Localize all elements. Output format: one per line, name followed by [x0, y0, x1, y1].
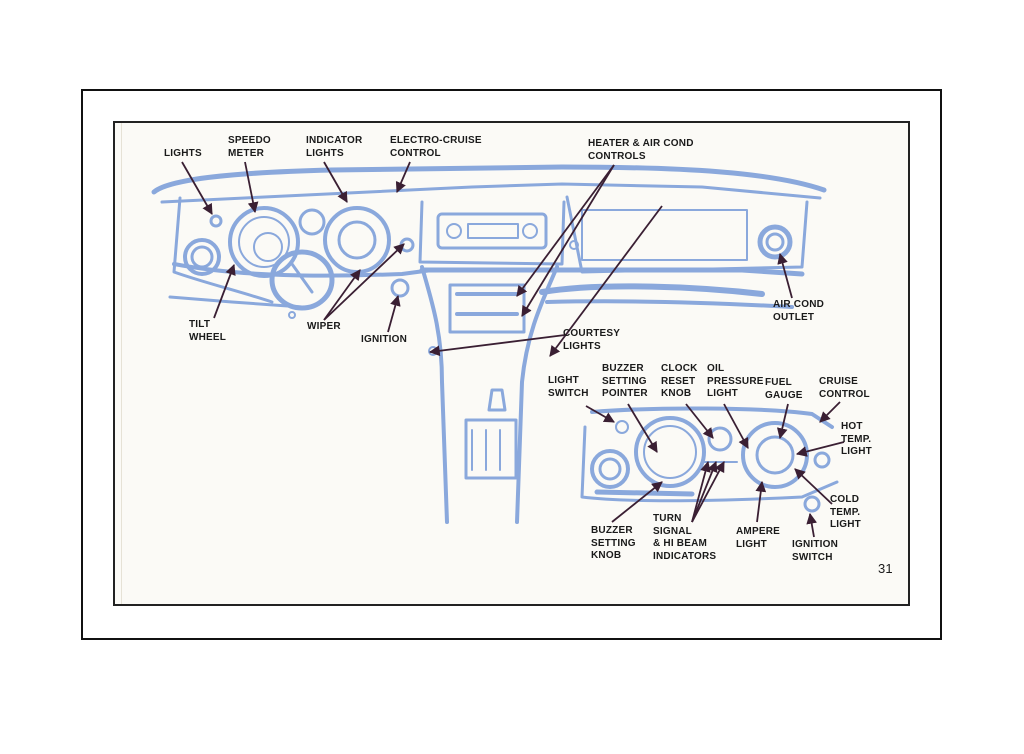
label-electro-cruise: ELECTRO-CRUISE CONTROL: [390, 135, 482, 159]
manual-page: LIGHTS SPEEDO METER INDICATOR LIGHTS ELE…: [113, 121, 910, 606]
label-ampere-light: AMPERE LIGHT: [736, 526, 780, 550]
dashboard-diagram: [151, 161, 845, 538]
label-cruise-control: CRUISE CONTROL: [819, 376, 870, 400]
label-tilt-wheel: TILT WHEEL: [189, 319, 227, 343]
label-buzzer-pointer: BUZZER SETTING POINTER: [602, 363, 648, 399]
label-turn-signal: TURN SIGNAL & HI BEAM INDICATORS: [653, 513, 717, 562]
label-oil-pressure: OIL PRESSURE LIGHT: [707, 363, 764, 399]
label-fuel-gauge: FUEL GAUGE: [765, 377, 803, 401]
label-clock-reset: CLOCK RESET KNOB: [661, 363, 698, 399]
label-lights: LIGHTS: [164, 148, 202, 159]
label-courtesy-lights: COURTESY LIGHTS: [563, 328, 621, 352]
label-indicator-lights: INDICATOR LIGHTS: [306, 135, 363, 159]
leader-lines: [181, 161, 845, 538]
label-buzzer-knob: BUZZER SETTING KNOB: [591, 525, 636, 561]
label-speedometer: SPEEDO METER: [228, 135, 271, 159]
cluster-inset-drawing: [580, 406, 839, 513]
label-light-switch: LIGHT SWITCH: [548, 375, 589, 399]
page-binding-line: [121, 123, 122, 604]
label-air-cond-outlet: AIR COND OUTLET: [773, 299, 825, 323]
label-ignition-switch: IGNITION SWITCH: [792, 539, 839, 563]
label-heater-air: HEATER & AIR COND CONTROLS: [588, 138, 694, 162]
label-cold-temp: COLD TEMP. LIGHT: [830, 494, 861, 530]
label-wiper: WIPER: [307, 321, 341, 332]
label-ignition: IGNITION: [361, 334, 408, 345]
label-hot-temp: HOT TEMP. LIGHT: [841, 421, 872, 457]
page-number: 31: [878, 561, 893, 576]
